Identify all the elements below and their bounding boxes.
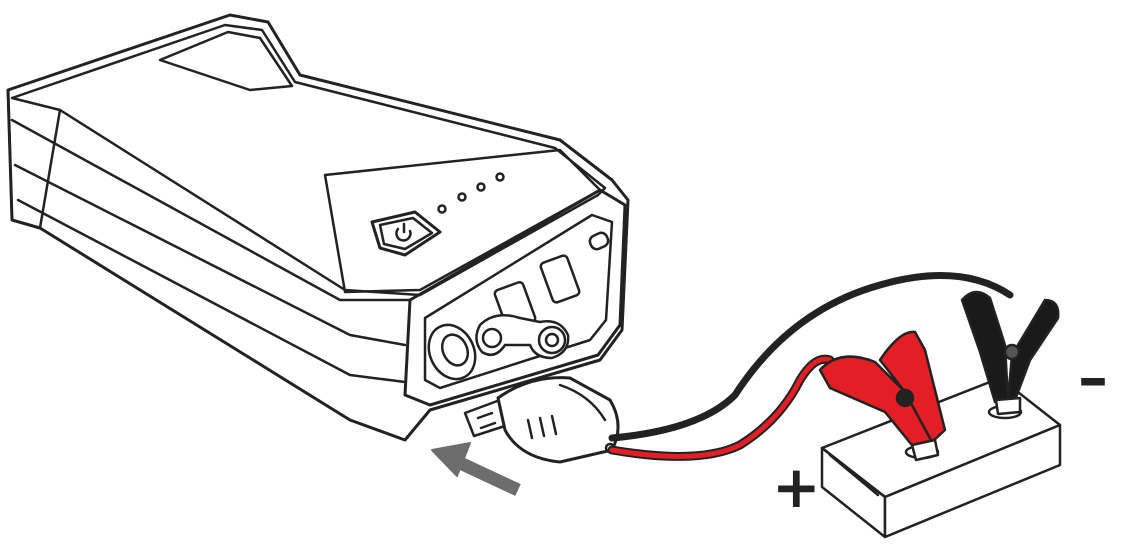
front-panel (403, 188, 627, 407)
negative-label: – (1078, 343, 1108, 413)
clamp-connector (463, 376, 620, 464)
unit-outline (6, 13, 630, 442)
left-corner (6, 88, 62, 230)
led-indicator-3 (476, 182, 486, 192)
usb-c-port (588, 231, 610, 251)
red-clamp (818, 330, 947, 462)
front-panel-inner (423, 213, 614, 390)
arrow-icon (431, 442, 521, 496)
side-line-upper (10, 118, 412, 302)
jump-starter-unit (6, 13, 630, 442)
black-cable (608, 272, 1014, 442)
power-button[interactable] (370, 210, 442, 257)
jump-port (427, 323, 477, 381)
power-icon (395, 222, 412, 242)
positive-label: + (772, 453, 821, 521)
top-ridge (158, 30, 294, 92)
side-line-middle (13, 163, 407, 347)
car-battery (820, 376, 1062, 539)
black-clamp (960, 290, 1060, 416)
side-line-lower (16, 198, 407, 384)
usb-port-1 (539, 254, 581, 304)
led-indicator-1 (437, 204, 447, 214)
led-indicator-4 (495, 172, 505, 182)
top-panel (10, 23, 607, 297)
red-cable (607, 354, 835, 461)
led-indicator-2 (457, 192, 467, 202)
top-facet (323, 148, 602, 294)
jump-port-inner (440, 333, 470, 367)
port-cap (475, 313, 570, 360)
